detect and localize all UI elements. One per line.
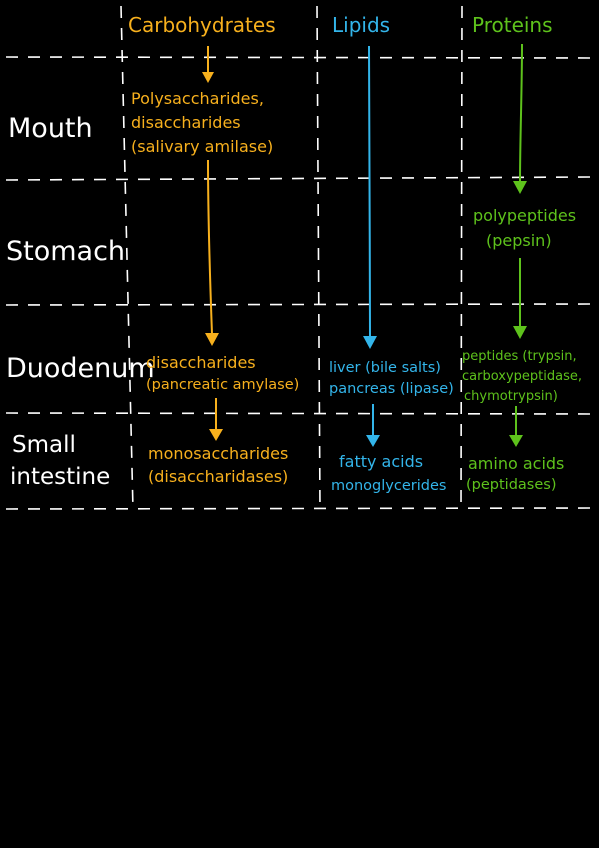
grid-line-vertical-2 — [316, 5, 321, 511]
arrow-protein-header-to-stomach — [519, 43, 523, 183]
grid-line-header — [5, 56, 593, 59]
arrowhead-lipid-small-intestine — [366, 435, 380, 447]
grid-line-bottom — [5, 507, 593, 510]
grid-line-vertical-1 — [120, 5, 134, 511]
column-header-lipids: Lipids — [332, 13, 390, 37]
row-label-mouth: Mouth — [8, 113, 93, 144]
column-header-carbohydrates: Carbohydrates — [128, 13, 276, 37]
row-label-small-intestine-line-1: Small — [12, 432, 76, 458]
row-label-small-intestine-line-2: intestine — [10, 464, 110, 490]
arrow-lipid-header-to-duodenum — [368, 45, 371, 338]
column-headers: Carbohydrates Lipids Proteins — [128, 13, 553, 37]
grid-line-vertical-3 — [460, 5, 463, 511]
grid-horizontal-lines — [5, 56, 593, 510]
cell-protein-duodenum-line-1: peptides (trypsin, — [462, 349, 577, 364]
cell-lipid-duodenum-line-2: pancreas (lipase) — [329, 381, 454, 397]
cell-lipid-duodenum-line-1: liver (bile salts) — [329, 360, 441, 376]
cell-carb-duodenum-line-2: (pancreatic amylase) — [146, 377, 299, 393]
cell-protein-small-intestine-line-2: (peptidases) — [466, 477, 556, 493]
row-labels: Mouth Stomach Duodenum Small intestine — [6, 113, 155, 490]
cell-protein-duodenum-line-3: chymotrypsin) — [464, 389, 558, 404]
cell-lipid-small-intestine-line-1: fatty acids — [339, 452, 423, 471]
arrowhead-carb-small-intestine — [209, 429, 223, 441]
arrowhead-protein-duodenum — [513, 326, 527, 339]
column-header-proteins: Proteins — [472, 13, 553, 37]
cell-lipid-small-intestine-line-2: monoglycerides — [331, 478, 446, 494]
arrowhead-lipid-duodenum — [363, 336, 377, 349]
cell-protein-stomach-line-2: (pepsin) — [486, 231, 552, 250]
arrowhead-carb-duodenum — [205, 333, 219, 346]
arrowhead-protein-stomach — [513, 181, 527, 194]
arrow-carb-mouth-to-duodenum — [207, 159, 213, 335]
grid-line-stomach-duodenum — [5, 303, 593, 306]
arrowhead-protein-small-intestine — [509, 435, 523, 447]
cell-carb-mouth-line-1: Polysaccharides, — [131, 89, 264, 108]
cell-protein-duodenum-line-2: carboxypeptidase, — [462, 369, 582, 384]
grid-line-mouth-stomach — [5, 176, 593, 181]
row-label-stomach: Stomach — [6, 236, 125, 267]
cell-carb-small-intestine-line-2: (disaccharidases) — [148, 467, 288, 486]
grid-line-duodenum-small-intestine — [5, 412, 593, 415]
cell-carb-small-intestine-line-1: monosaccharides — [148, 444, 288, 463]
flow-arrows — [202, 43, 527, 447]
cell-protein-small-intestine-line-1: amino acids — [468, 454, 564, 473]
grid-vertical-lines — [120, 5, 463, 511]
cell-carb-mouth-line-2: disaccharides — [131, 113, 241, 132]
row-label-duodenum: Duodenum — [6, 353, 155, 384]
arrowhead-carb-mouth — [202, 72, 214, 83]
cell-texts: Polysaccharides, disaccharides (salivary… — [131, 89, 582, 494]
cell-carb-duodenum-line-1: disaccharides — [146, 353, 256, 372]
cell-protein-stomach-line-1: polypeptides — [473, 206, 576, 225]
cell-carb-mouth-line-3: (salivary amilase) — [131, 137, 273, 156]
